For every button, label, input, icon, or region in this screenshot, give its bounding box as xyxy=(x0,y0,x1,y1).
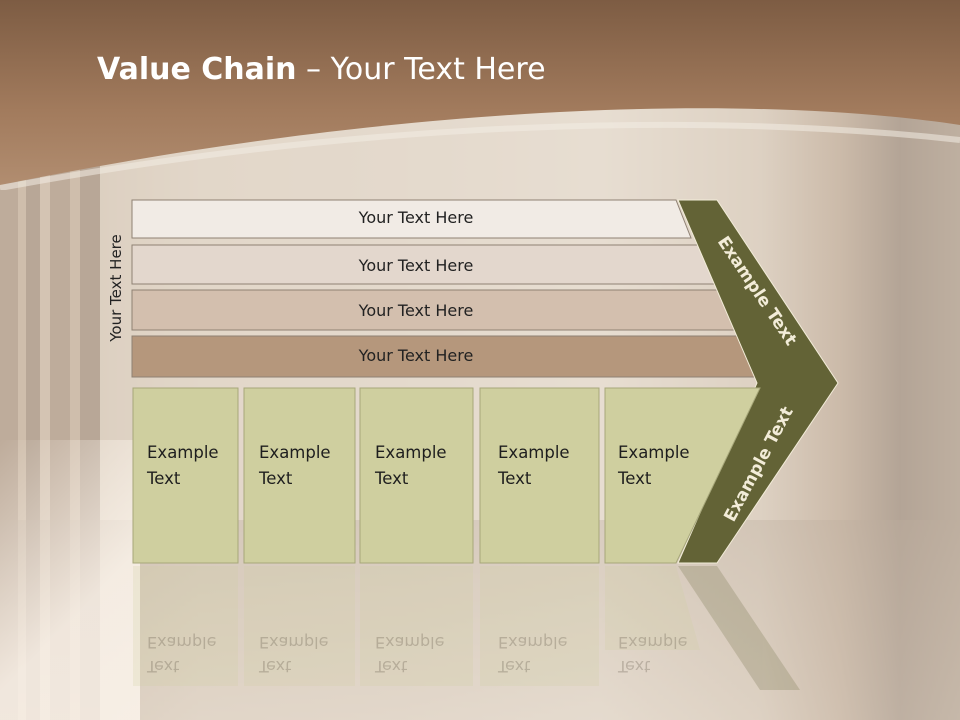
support-row-label: Your Text Here xyxy=(358,346,474,365)
primary-activity-box-4 xyxy=(479,387,600,564)
activity-line-1: Example xyxy=(259,443,331,462)
support-row-label: Your Text Here xyxy=(358,301,474,320)
primary-activity-box-1 xyxy=(132,387,239,564)
primary-activity-label: Example Text xyxy=(498,440,570,492)
activity-line-2: Text xyxy=(498,469,532,488)
activity-line-2: Text xyxy=(259,469,293,488)
primary-activity-box-2 xyxy=(243,387,356,564)
support-row-label: Your Text Here xyxy=(358,208,474,227)
activity-line-1: Example xyxy=(147,443,219,462)
primary-activity-box-3 xyxy=(359,387,474,564)
primary-activity-label: Example Text xyxy=(147,440,219,492)
page-title: Value Chain – Your Text Here xyxy=(97,52,546,87)
background-light xyxy=(0,440,140,720)
primary-activity-label: Example Text xyxy=(618,440,690,492)
activity-line-2: Text xyxy=(375,469,409,488)
title-bold: Value Chain xyxy=(97,52,297,87)
activity-line-2: Text xyxy=(618,469,652,488)
activity-line-1: Example xyxy=(618,443,690,462)
primary-activity-label: Example Text xyxy=(375,440,447,492)
primary-activity-box-5 xyxy=(604,387,761,564)
title-rest: – Your Text Here xyxy=(296,52,546,87)
header-banner xyxy=(0,0,960,190)
activity-line-2: Text xyxy=(147,469,181,488)
diagram-reflection xyxy=(133,566,800,690)
support-row-1 xyxy=(131,199,692,239)
primary-activity-label: Example Text xyxy=(259,440,331,492)
activity-line-1: Example xyxy=(375,443,447,462)
support-row-label: Your Text Here xyxy=(358,256,474,275)
activity-line-1: Example xyxy=(498,443,570,462)
